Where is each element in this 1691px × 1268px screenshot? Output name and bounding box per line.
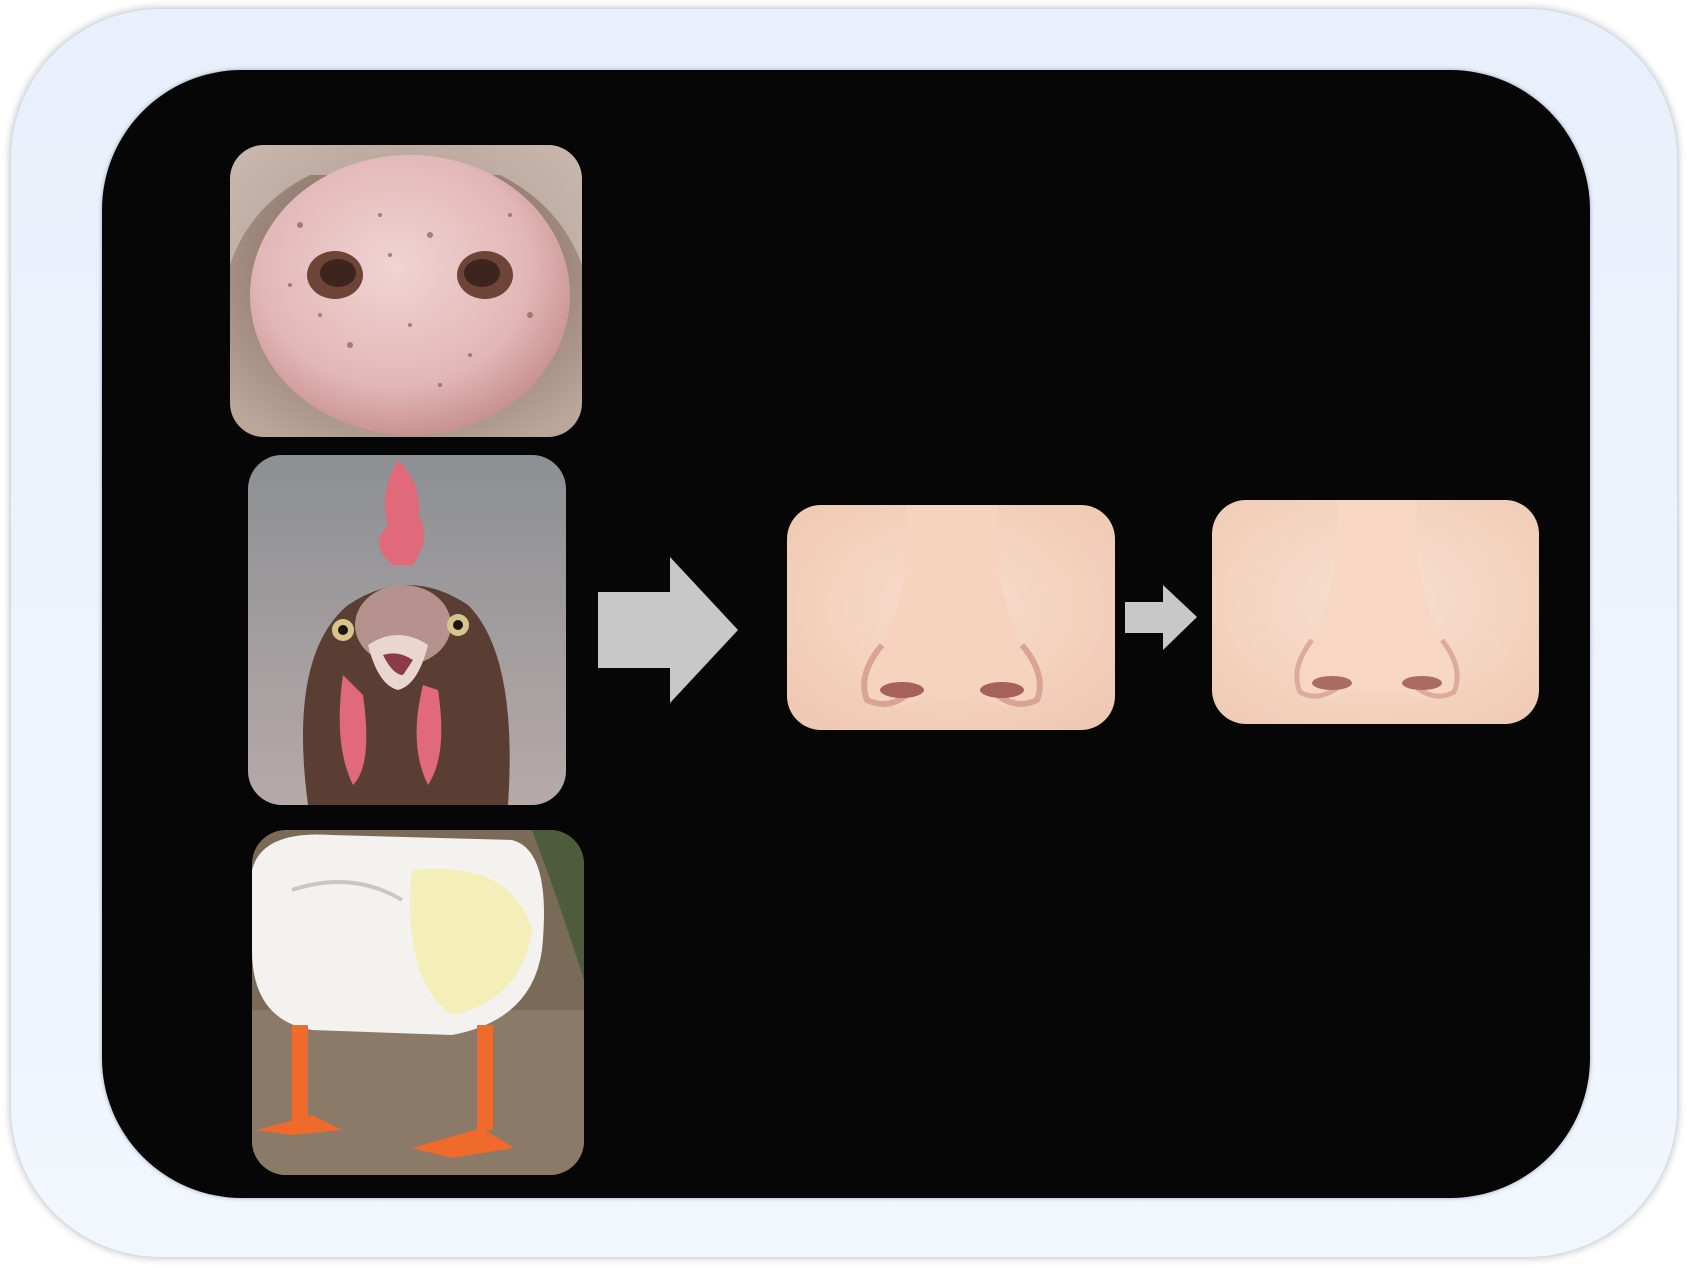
arrow-right-icon xyxy=(1125,585,1197,650)
pig-snout-icon xyxy=(230,145,582,437)
arrow-right-icon xyxy=(598,557,738,703)
human-nose-icon xyxy=(1212,500,1539,724)
rooster-head-icon xyxy=(248,455,566,805)
duck-rear-icon xyxy=(252,830,584,1175)
human-nose-icon xyxy=(787,505,1115,730)
